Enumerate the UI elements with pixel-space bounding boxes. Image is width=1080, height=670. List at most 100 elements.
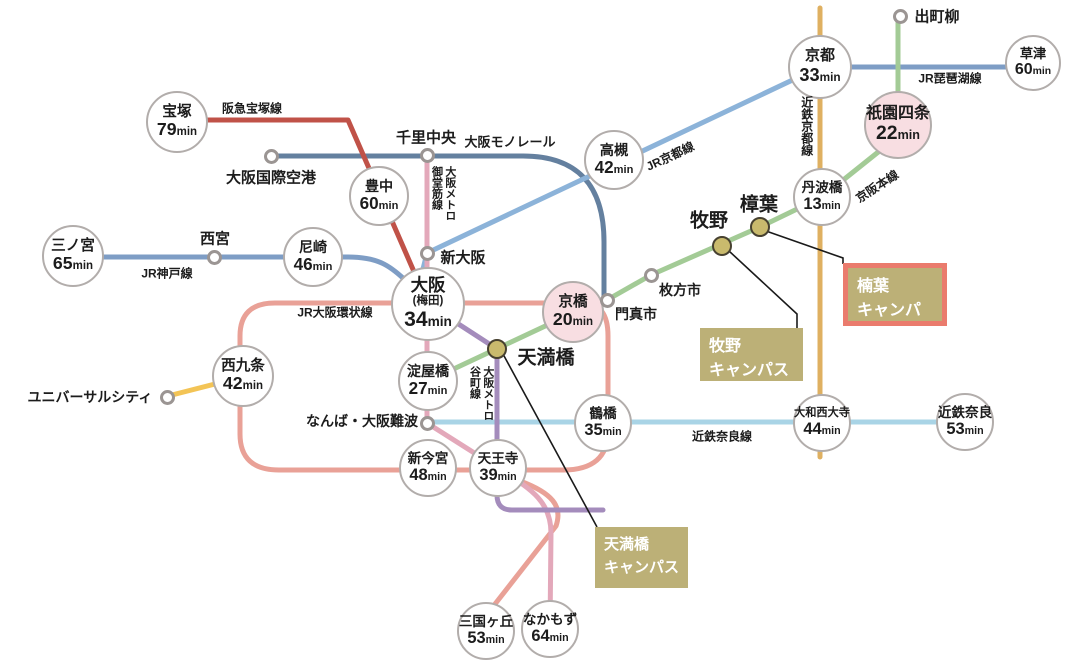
station-name: なかもず <box>522 612 578 628</box>
label-senri-chuo: 千里中央 <box>395 129 457 147</box>
station-time-number: 22 <box>876 122 898 145</box>
station-time-unit: min <box>312 261 333 274</box>
station-time-unit: min <box>964 425 984 438</box>
station-time-unit: min <box>821 425 841 438</box>
station-time-unit: min <box>613 164 634 177</box>
station-name: 天王寺 <box>477 451 519 467</box>
station-time-number: 60 <box>359 194 379 214</box>
station-name: 大和西大寺 <box>794 407 850 420</box>
station-time-number: 20 <box>552 309 573 330</box>
campus-station-makino <box>712 236 732 256</box>
campus-box-temmabashi-campus: 天満橋キャンパス <box>595 527 688 588</box>
line-jr-hanwa <box>485 478 561 616</box>
campus-box-makino-campus: 牧野キャンパス <box>700 328 803 381</box>
station-name: 尼崎 <box>298 238 328 255</box>
station-time-number: 46 <box>293 255 313 275</box>
station-name: 近鉄奈良 <box>937 405 993 421</box>
label-kintetsu-kyoto-line-col0: 近鉄京都線 <box>799 96 814 156</box>
label-namba: なんば・大阪難波 <box>306 413 418 429</box>
label-kuzuha: 樟葉 <box>739 194 779 216</box>
station-time-unit: min <box>572 316 594 329</box>
station-time-number: 34 <box>404 308 428 332</box>
station-name: 京都 <box>804 47 835 65</box>
label-jr-kobe-line: JR神戸線 <box>141 266 193 281</box>
label-osaka-metro-midosuji-line-col0: 御堂筋線 <box>430 166 443 210</box>
station-time-number: 13 <box>803 195 822 214</box>
label-shin-osaka: 新大阪 <box>440 249 486 267</box>
campus-box-temmabashi-campus-line1: キャンパス <box>604 558 680 576</box>
label-osaka-airport: 大阪国際空港 <box>225 169 317 187</box>
campus-box-kuzuha-campus: 楠葉キャンパス <box>843 263 947 343</box>
station-subname: (梅田) <box>412 295 444 308</box>
station-time-unit: min <box>1032 66 1052 78</box>
line-universal-city-line <box>165 380 222 399</box>
station-time-number: 53 <box>467 629 486 648</box>
station-name: 草津 <box>1019 45 1047 61</box>
campus-box-temmabashi-campus-line0: 天満橋 <box>604 536 650 553</box>
station-time-unit: min <box>427 471 447 484</box>
label-osaka-monorail: 大阪モノレール <box>464 134 556 150</box>
station-name: 豊中 <box>364 177 394 194</box>
campus-station-temmabashi <box>487 339 507 359</box>
label-universal-city: ユニバーサルシティ <box>27 389 153 405</box>
temmabashi-campus-connector <box>502 353 598 528</box>
station-name: 西九条 <box>221 357 265 374</box>
station-time-unit: min <box>72 260 94 273</box>
station-name: 高槻 <box>599 141 629 158</box>
station-time-unit: min <box>485 634 505 647</box>
station-time-number: 48 <box>409 466 428 485</box>
station-time-unit: min <box>602 426 622 439</box>
station-time-unit: min <box>176 126 198 139</box>
label-osaka-metro-tanimachi-line-col1: 大阪メトロ <box>481 366 494 421</box>
station-name: 三国ヶ丘 <box>458 614 514 630</box>
label-jr-osaka-loop-line: JR大阪環状線 <box>297 305 373 320</box>
label-hirakata-shi: 枚方市 <box>659 282 701 298</box>
station-time-unit: min <box>242 380 264 393</box>
stop-kadoma-shi <box>599 292 615 308</box>
station-time-number: 33 <box>799 65 820 86</box>
station-name: 丹波橋 <box>801 180 843 196</box>
label-makino: 牧野 <box>689 210 729 232</box>
station-time-unit: min <box>427 314 452 330</box>
station-name: 祇園四条 <box>866 105 931 123</box>
station-time-unit: min <box>897 128 920 143</box>
campus-station-kuzuha <box>750 217 770 237</box>
station-time-number: 60 <box>1014 61 1033 79</box>
label-demachiyanagi: 出町柳 <box>914 8 960 26</box>
label-temmabashi: 天満橋 <box>517 347 575 369</box>
label-kintetsu-kyoto-line: 近鉄京都線 <box>799 96 814 156</box>
stop-hirakata-shi <box>643 267 659 283</box>
station-time-unit: min <box>378 200 399 213</box>
station-name: 鶴橋 <box>589 406 617 422</box>
station-time-number: 42 <box>594 158 614 178</box>
